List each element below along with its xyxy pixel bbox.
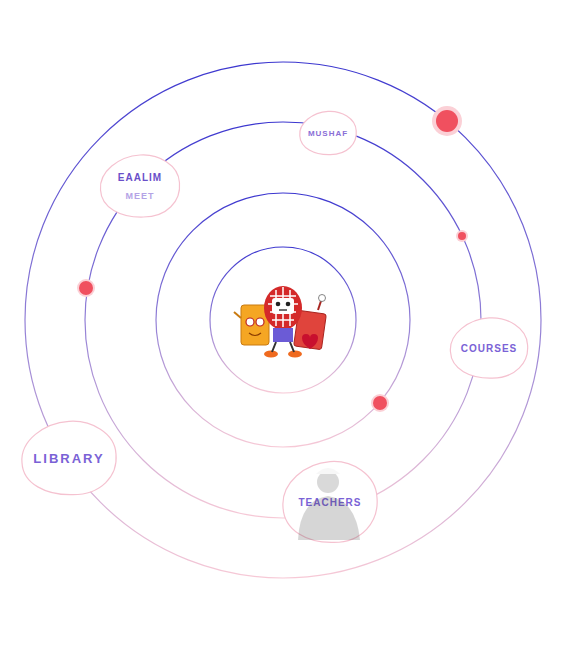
pattern-mascot bbox=[264, 286, 302, 330]
mascot-pattern bbox=[268, 287, 298, 327]
bubble-label: COURSES bbox=[461, 343, 517, 354]
planet-dot bbox=[79, 281, 93, 295]
bubble-outline bbox=[98, 153, 182, 219]
bubble-sublabel: MEET bbox=[125, 191, 154, 201]
planet-dot bbox=[436, 110, 458, 132]
planet-dot bbox=[458, 232, 466, 240]
mascot-face bbox=[272, 298, 294, 314]
bubble-label: TEACHERS bbox=[298, 497, 361, 508]
orbit-ring bbox=[25, 62, 541, 578]
mascot-arm bbox=[234, 312, 241, 318]
bubble-shape bbox=[100, 155, 179, 217]
mascot-leg bbox=[272, 342, 294, 352]
planet-halo bbox=[456, 230, 468, 242]
bubble-label: MUSHAF bbox=[308, 129, 348, 138]
planet-dot bbox=[373, 396, 387, 410]
bubble-label: LIBRARY bbox=[33, 451, 104, 466]
bubble-label: EAALIM bbox=[118, 172, 162, 183]
mascot-eye bbox=[256, 318, 264, 326]
bubble-shape bbox=[450, 318, 527, 378]
mascot-eye bbox=[286, 302, 291, 307]
bubble-shape bbox=[300, 111, 357, 154]
mascot-mouth bbox=[279, 309, 287, 310]
mascot-eye bbox=[276, 302, 281, 307]
orbit-bubble: LIBRARY bbox=[19, 419, 119, 497]
mascot-eye bbox=[246, 318, 254, 326]
planet-halo bbox=[432, 106, 462, 136]
mascot-shoe bbox=[288, 351, 302, 358]
orbit-bubble: TEACHERS bbox=[280, 459, 380, 545]
bubble-shape bbox=[283, 461, 377, 542]
orbit-ring bbox=[156, 193, 410, 447]
mascot-hand bbox=[319, 295, 326, 302]
orbit-ring bbox=[210, 247, 356, 393]
orbit-bubble: MUSHAF bbox=[298, 110, 358, 156]
mascot-group bbox=[234, 286, 326, 358]
orbit-bubble: COURSES bbox=[448, 316, 530, 380]
mascot-shoe bbox=[264, 351, 278, 358]
bubble-shape bbox=[22, 421, 116, 494]
mascot-legs bbox=[273, 328, 293, 342]
heart-symbol bbox=[302, 334, 318, 349]
planet-halo bbox=[77, 279, 95, 297]
orbit-ring bbox=[85, 122, 481, 518]
mascot-mouth bbox=[249, 333, 261, 336]
planet-halo bbox=[371, 394, 389, 412]
orbit-bubble: EAALIM MEET bbox=[98, 153, 182, 219]
